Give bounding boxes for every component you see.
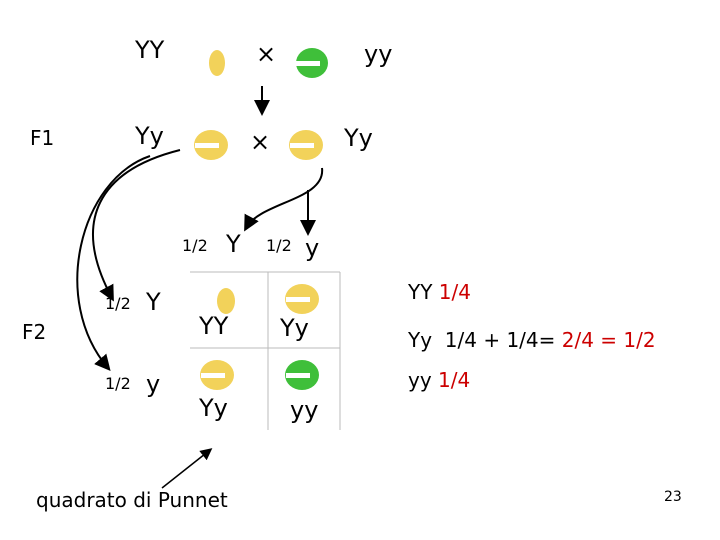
gamete-left-allele: Y <box>226 230 241 258</box>
caption-arrow <box>161 448 213 489</box>
f1-to-gamete-left-arrow <box>244 167 324 232</box>
gamete-left-fraction: 1/2 <box>182 236 208 255</box>
yellow-pea-icon <box>200 360 234 390</box>
page-number: 23 <box>664 489 682 505</box>
f1-to-f2-row2-arrow <box>76 155 151 372</box>
f1-label: F1 <box>30 126 55 150</box>
yellow-pea-icon <box>209 50 225 76</box>
result-genotype: yy <box>408 368 432 392</box>
f2-row2-allele: y <box>146 370 161 398</box>
green-pea-icon <box>285 360 319 390</box>
gamete-right-allele: y <box>305 234 320 262</box>
result-genotype: YY <box>408 280 433 304</box>
result-row-1: YY 1/4 <box>408 282 471 302</box>
punnett-grid <box>190 271 341 430</box>
f1-cross-symbol: × <box>250 128 271 156</box>
yellow-pea-icon <box>194 130 228 160</box>
result-ratio: 1/4 <box>438 280 471 304</box>
result-calculation: 1/4 + 1/4= <box>444 328 556 352</box>
f2-row1-allele: Y <box>146 288 161 316</box>
green-pea-icon <box>296 48 328 78</box>
f1-to-f2-row1-arrow <box>92 149 181 302</box>
result-row-2: Yy 1/4 + 1/4= 2/4 = 1/2 <box>408 330 656 350</box>
f1-left-genotype: Yy <box>135 122 164 150</box>
f1-right-genotype: Yy <box>344 124 373 152</box>
yellow-pea-icon <box>289 130 323 160</box>
f2-row2-fraction: 1/2 <box>105 374 131 393</box>
result-row-3: yy 1/4 <box>408 370 470 390</box>
yellow-pea-icon <box>285 284 319 314</box>
f2-row1-fraction: 1/2 <box>105 294 131 313</box>
punnett-cell: yy <box>290 396 319 424</box>
result-ratio: 2/4 = 1/2 <box>561 328 656 352</box>
f2-label: F2 <box>22 320 47 344</box>
punnett-cell: Yy <box>280 314 309 342</box>
caption-punnett: quadrato di Punnet <box>36 488 228 512</box>
yellow-pea-icon <box>217 288 235 314</box>
punnett-cell: Yy <box>199 394 228 422</box>
gamete-right-fraction: 1/2 <box>266 236 292 255</box>
result-genotype: Yy <box>408 328 433 352</box>
result-ratio: 1/4 <box>438 368 471 392</box>
parent-cross-symbol: × <box>256 40 277 68</box>
parent-left-genotype: YY <box>135 36 165 64</box>
parent-right-genotype: yy <box>364 40 393 68</box>
punnett-cell: YY <box>199 312 229 340</box>
